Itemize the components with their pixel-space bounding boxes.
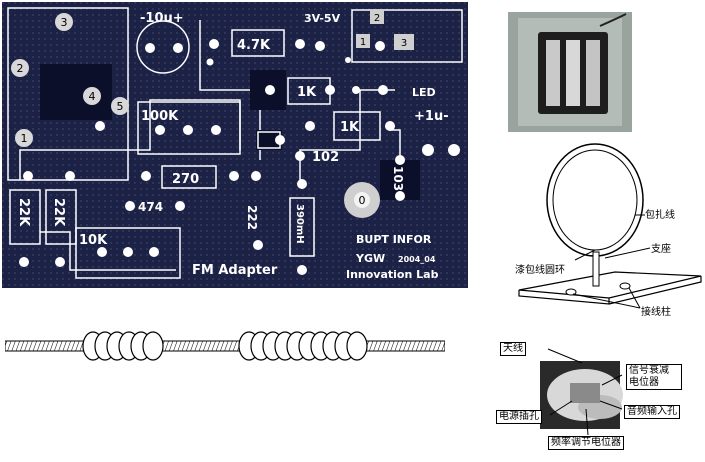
switch-2-label: 2 bbox=[374, 13, 380, 24]
pin-4-label: 4 bbox=[89, 90, 96, 103]
pcb-layout: 3 2 4 5 1 0 2 1 3 -10u+ 3V-5V 4.7K 1K 1K… bbox=[0, 0, 470, 290]
cap-1u-label: +1u- bbox=[414, 109, 449, 124]
device-photo-diagram bbox=[540, 348, 623, 436]
switch-3-label: 3 bbox=[401, 38, 407, 49]
r-100k-label: 100K bbox=[141, 109, 179, 124]
board-title: FM Adapter bbox=[192, 263, 278, 278]
callout-power-jack: 电源插孔 bbox=[496, 410, 542, 424]
pin-1-label: 1 bbox=[21, 132, 28, 145]
pin-2-label: 2 bbox=[17, 62, 24, 75]
cap-474-label: 474 bbox=[138, 200, 163, 214]
r-270-label: 270 bbox=[172, 172, 199, 187]
cap-222-label: 222 bbox=[245, 205, 259, 230]
callout-frequency-pot: 频率调节电位器 bbox=[548, 436, 624, 450]
led-label: LED bbox=[412, 86, 436, 99]
org-line3: Innovation Lab bbox=[346, 268, 439, 281]
switch-1-label: 1 bbox=[360, 37, 366, 48]
pot-10k-label: 10K bbox=[79, 233, 108, 248]
cap-103-label: 103 bbox=[391, 166, 405, 191]
r-22k-b-label: 22K bbox=[51, 198, 66, 227]
cap-102-label: 102 bbox=[312, 150, 339, 165]
inductor-label: 390mH bbox=[294, 204, 305, 244]
label-wrap-wire: 包扎线 bbox=[645, 208, 675, 221]
r-1k-a-label: 1K bbox=[297, 85, 317, 100]
label-stand: 支座 bbox=[651, 242, 671, 255]
org-line2a: YGW bbox=[355, 252, 385, 265]
label-enameled-ring: 漆包线圆环 bbox=[515, 263, 565, 276]
callout-antenna: 天线 bbox=[500, 342, 526, 356]
org-line1: BUPT INFOR bbox=[356, 233, 432, 246]
org-line2b: 2004_04 bbox=[398, 255, 436, 264]
r-22k-a-label: 22K bbox=[16, 198, 31, 227]
r-1k-b-label: 1K bbox=[340, 120, 360, 135]
coil-illustration bbox=[5, 331, 445, 361]
pin-3-label: 3 bbox=[61, 16, 68, 29]
r-4k7-label: 4.7K bbox=[237, 38, 271, 53]
pin-0-label: 0 bbox=[359, 194, 366, 207]
label-terminal: 接线柱 bbox=[641, 305, 671, 318]
solder-pads bbox=[19, 39, 460, 275]
battery-holder-photo bbox=[508, 12, 632, 132]
cap-10u-label: -10u+ bbox=[140, 11, 184, 26]
pin-5-label: 5 bbox=[117, 100, 124, 113]
loop-antenna-diagram: 包扎线 支座 漆包线圆环 接线柱 bbox=[515, 143, 702, 318]
numbered-pins bbox=[11, 13, 380, 218]
voltage-label: 3V-5V bbox=[304, 12, 341, 25]
callout-audio-input: 音频输入孔 bbox=[624, 405, 680, 419]
callout-attenuator: 信号衰减 电位器 bbox=[626, 364, 682, 390]
